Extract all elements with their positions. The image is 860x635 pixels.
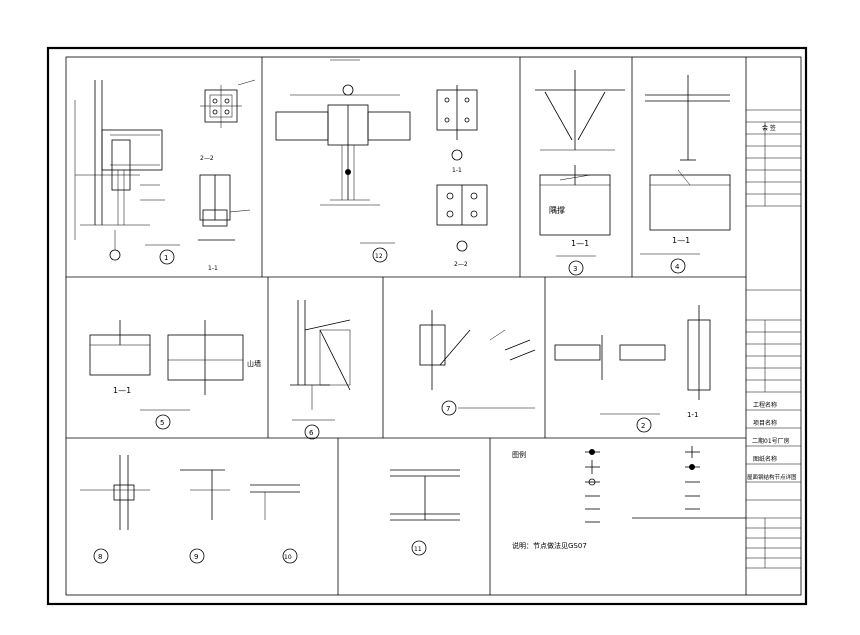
section-label-2: 1-1 (208, 265, 218, 272)
detail-number-7: 7 (446, 405, 450, 413)
title-block-lines (746, 109, 801, 569)
detail-number-2: 2 (641, 422, 645, 430)
sheet-border (46, 46, 808, 606)
tb-project-name-label: 项目名称 (753, 419, 777, 427)
label-bracing: 隅撑 (549, 205, 565, 215)
tb-drawing-name: 屋面钢结构节点详图 (747, 473, 797, 481)
tb-countersign: 会 签 (762, 124, 776, 132)
tb-drawing-name-label: 图纸名称 (753, 455, 777, 463)
section-label-6: 1—1 (672, 236, 690, 245)
detail-number-8: 8 (98, 553, 102, 561)
detail-number-11: 11 (414, 546, 422, 553)
detail-12 (275, 59, 488, 252)
detail-badge-12 (372, 247, 388, 263)
detail-badge-5 (155, 414, 171, 430)
tb-project-name: 二期01号厂房 (752, 437, 790, 445)
detail-number-3: 3 (573, 265, 577, 273)
detail-number-5: 5 (160, 419, 164, 427)
section-label-1: 2—2 (200, 155, 214, 162)
detail-badge-3 (568, 260, 584, 276)
detail-number-12: 12 (375, 253, 383, 260)
detail-badge-9 (189, 548, 205, 564)
detail-number-6: 6 (309, 429, 314, 437)
detail-8-9-10 (80, 455, 300, 530)
section-label-3: 1-1 (452, 167, 462, 174)
tb-engineering-label: 工程名称 (753, 401, 777, 409)
detail-7 (419, 310, 536, 390)
detail-4 (645, 75, 731, 231)
detail-2 (554, 305, 711, 400)
detail-badge-1 (159, 249, 175, 265)
detail-badge-10 (282, 548, 298, 564)
legend-title: 图例 (512, 450, 526, 459)
detail-5 (89, 320, 244, 395)
detail-badge-4 (670, 258, 686, 274)
detail-number-1: 1 (164, 254, 168, 262)
detail-11 (390, 469, 460, 521)
detail-badge-7 (441, 400, 457, 416)
legend-note: 说明：节点做法见GS07 (512, 541, 587, 550)
detail-number-9: 9 (194, 553, 198, 561)
drawing-frame (65, 56, 802, 596)
section-label-7: 1—1 (113, 386, 131, 395)
detail-1 (74, 79, 256, 261)
label-gable: 山墙 (247, 359, 261, 368)
detail-number-4: 4 (675, 263, 680, 271)
section-label-4: 2—2 (454, 261, 468, 268)
detail-badge-8 (93, 548, 109, 564)
detail-6 (290, 300, 351, 410)
legend-symbols (585, 446, 700, 523)
section-label-5: 1—1 (571, 239, 589, 248)
detail-badge-2 (636, 417, 652, 433)
section-label-8: 1-1 (687, 411, 698, 419)
detail-badge-6 (304, 424, 320, 440)
detail-badge-11 (411, 540, 427, 556)
detail-3 (535, 70, 625, 236)
detail-number-10: 10 (284, 554, 292, 561)
